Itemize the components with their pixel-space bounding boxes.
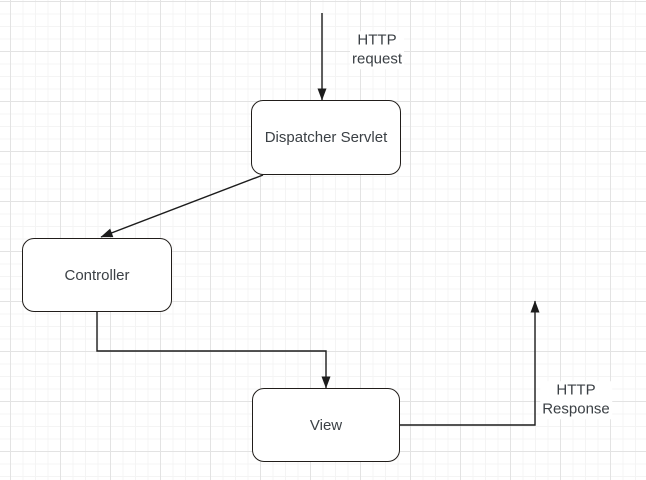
node-controller-label: Controller: [64, 266, 130, 284]
node-controller[interactable]: Controller: [22, 238, 172, 312]
edge-label-http-request[interactable]: HTTP request: [349, 31, 405, 69]
node-view[interactable]: View: [252, 388, 400, 462]
node-dispatcher-servlet[interactable]: Dispatcher Servlet: [251, 100, 401, 175]
edge-dispatcher-to-controller[interactable]: [100, 174, 264, 238]
edge-label-http-response[interactable]: HTTP Response: [540, 381, 612, 419]
edge-controller-to-view[interactable]: [96, 312, 331, 389]
node-view-label: View: [309, 416, 343, 434]
edge-http-response-out[interactable]: [400, 300, 540, 426]
node-dispatcher-servlet-label: Dispatcher Servlet: [264, 129, 388, 146]
